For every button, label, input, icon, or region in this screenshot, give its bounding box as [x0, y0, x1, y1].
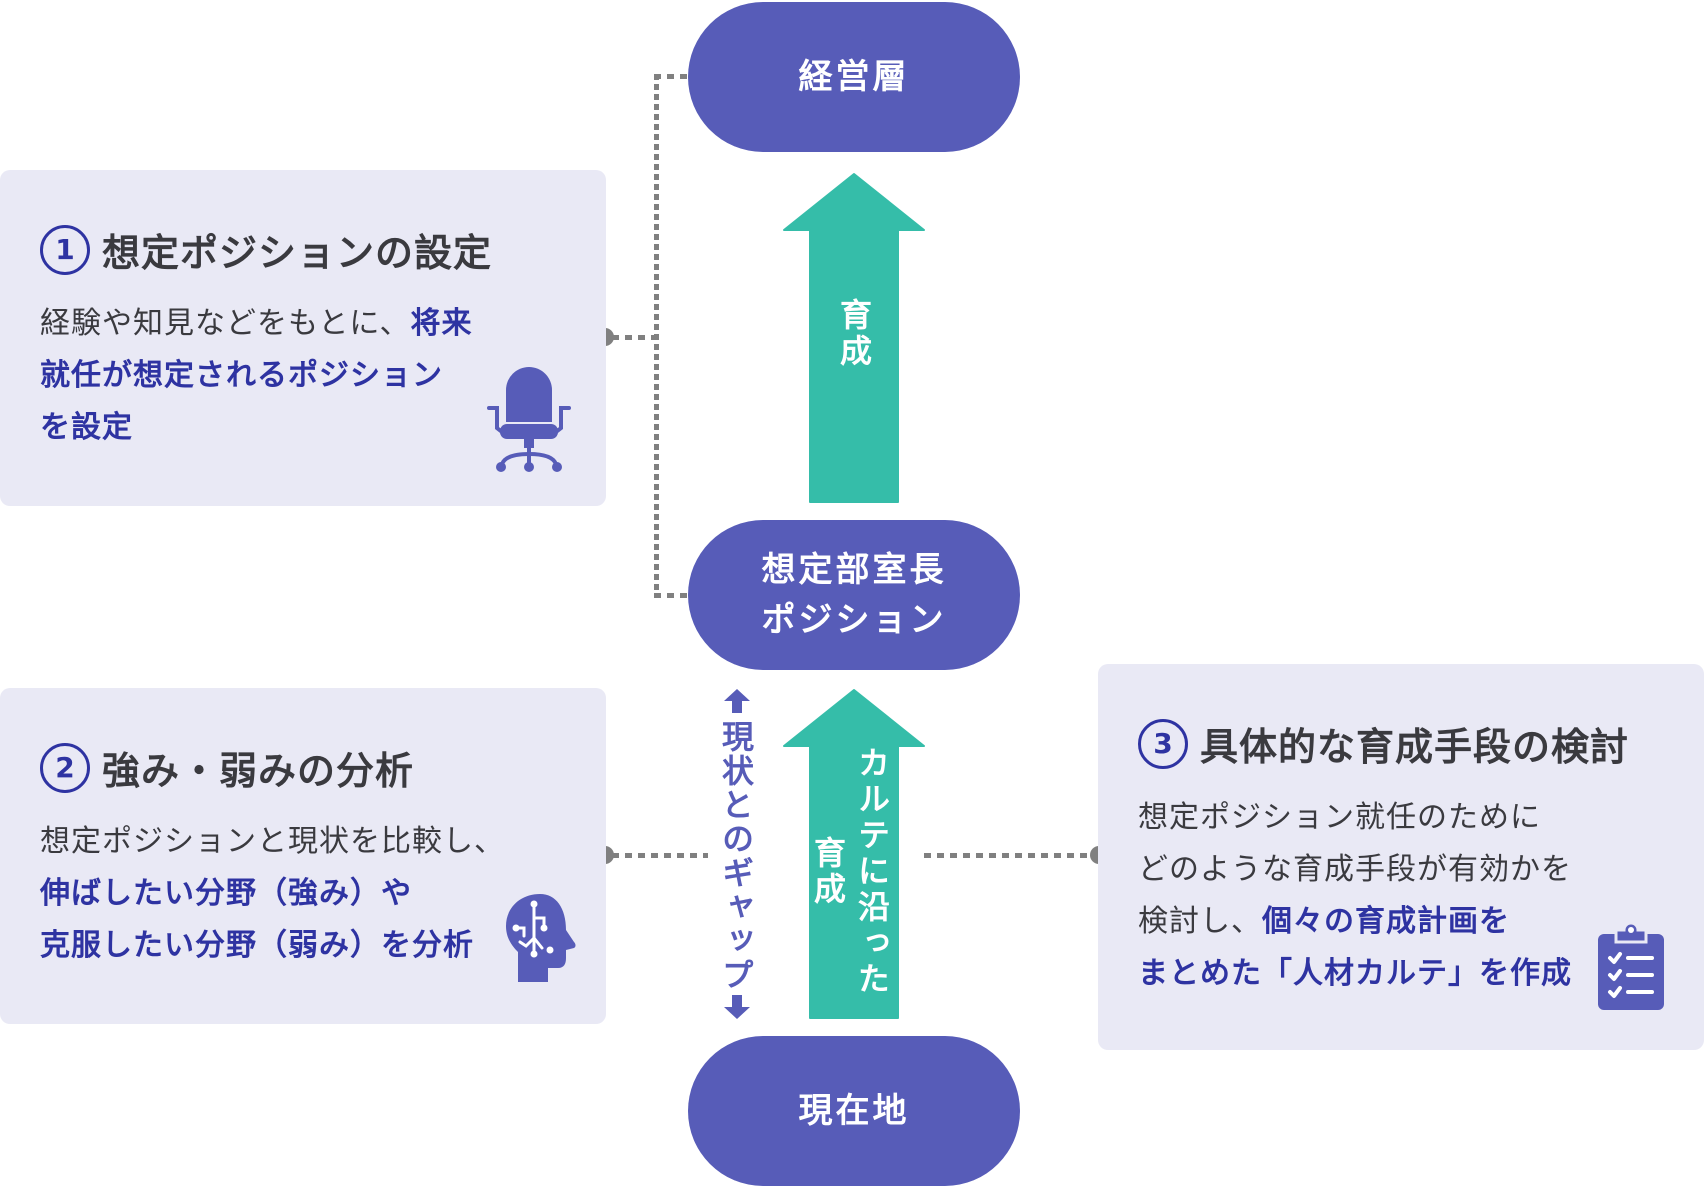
text-segment: 経験や知見などをもとに、 [40, 306, 411, 341]
description-line: 想定ポジション就任のために [1138, 792, 1572, 844]
connector-card1 [612, 335, 654, 340]
growth-arrow-lower-shape [783, 689, 925, 1019]
description-line: 想定ポジションと現状を比較し、 [40, 816, 505, 868]
gap-label: 現状とのギャップ [717, 720, 755, 992]
connector-card3 [924, 853, 1094, 858]
level-target-position-line2: ポジション [761, 600, 947, 640]
growth-arrow-lower: カルテに沿った 育成 [782, 688, 926, 1020]
growth-arrow-upper-label: 育成 [835, 298, 873, 370]
step-title: 具体的な育成手段の検討 [1200, 725, 1630, 769]
highlight-segment: 伸ばしたい分野（強み）や [40, 876, 412, 911]
growth-arrow-lower-label-main: カルテに沿った [853, 746, 891, 998]
step-number-badge: 2 [40, 742, 90, 793]
description-line: 伸ばしたい分野（強み）や [40, 868, 505, 920]
gap-arrow-up-icon [722, 688, 752, 718]
step-title: 強み・弱みの分析 [102, 749, 415, 793]
connector-bracket-vertical [654, 74, 659, 598]
step-card-1: 1 想定ポジションの設定 経験や知見などをもとに、将来 就任が想定されるポジショ… [0, 170, 606, 506]
connector-bracket-top [654, 74, 690, 79]
text-segment: どのような育成手段が有効かを [1138, 852, 1572, 887]
description-line: 就任が想定されるポジション [40, 350, 473, 402]
gap-arrow-down-icon [722, 994, 752, 1024]
step-number-badge: 3 [1138, 718, 1188, 769]
text-segment: 検討し、 [1138, 904, 1262, 939]
highlight-segment: 個々の育成計画を [1262, 904, 1510, 939]
description-line: 経験や知見などをもとに、将来 [40, 298, 473, 350]
step-description: 想定ポジションと現状を比較し、 伸ばしたい分野（強み）や 克服したい分野（弱み）… [40, 816, 505, 972]
step-description: 経験や知見などをもとに、将来 就任が想定されるポジション を設定 [40, 298, 473, 454]
level-executive-label: 経営層 [798, 57, 910, 97]
head-circuit-icon [506, 892, 578, 988]
step-description: 想定ポジション就任のために どのような育成手段が有効かを 検討し、個々の育成計画… [1138, 792, 1572, 1000]
clipboard-checklist-icon [1596, 920, 1666, 1016]
description-line: どのような育成手段が有効かを [1138, 844, 1572, 896]
description-line: 検討し、個々の育成計画を [1138, 896, 1572, 948]
growth-arrow-lower-label-sub: 育成 [809, 836, 847, 908]
growth-arrow-upper: 育成 [782, 172, 926, 504]
highlight-segment: 就任が想定されるポジション [40, 358, 443, 393]
growth-arrow-upper-shape [783, 173, 925, 503]
connector-card2 [612, 853, 708, 858]
step-number-badge: 1 [40, 224, 90, 275]
level-target-position: 想定部室長 ポジション [688, 520, 1020, 670]
level-target-position-line1: 想定部室長 [761, 550, 947, 590]
highlight-segment: を設定 [40, 410, 133, 445]
step-title: 想定ポジションの設定 [102, 231, 493, 275]
text-segment: 想定ポジション就任のために [1138, 800, 1541, 835]
level-executive: 経営層 [688, 2, 1020, 152]
highlight-segment: 克服したい分野（弱み）を分析 [40, 928, 474, 963]
connector-bracket-bottom [654, 593, 690, 598]
office-chair-icon [486, 366, 572, 478]
level-current-label: 現在地 [798, 1091, 910, 1131]
step-card-3: 3 具体的な育成手段の検討 想定ポジション就任のために どのような育成手段が有効… [1098, 664, 1704, 1050]
highlight-segment: まとめた「人材カルテ」を作成 [1138, 956, 1572, 991]
description-line: を設定 [40, 402, 473, 454]
level-current: 現在地 [688, 1036, 1020, 1186]
description-line: 克服したい分野（弱み）を分析 [40, 920, 505, 972]
text-segment: 想定ポジションと現状を比較し、 [40, 824, 505, 859]
description-line: まとめた「人材カルテ」を作成 [1138, 948, 1572, 1000]
highlight-segment: 将来 [410, 306, 473, 341]
step-card-2: 2 強み・弱みの分析 想定ポジションと現状を比較し、 伸ばしたい分野（強み）や … [0, 688, 606, 1024]
